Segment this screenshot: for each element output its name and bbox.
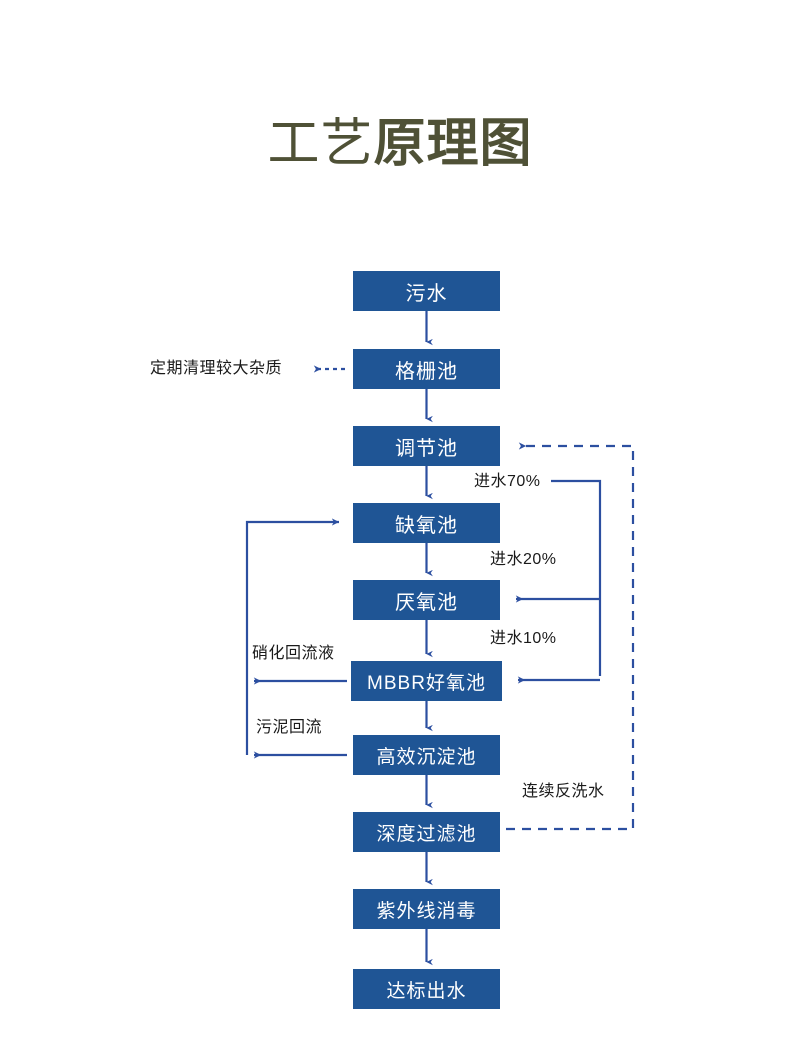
- node-uv-disinfection-label: 紫外线消毒: [376, 900, 477, 922]
- node-grid-tank-label: 格栅池: [395, 360, 458, 383]
- node-effluent-label: 达标出水: [386, 980, 467, 1002]
- node-anaerobic-tank[interactable]: 厌氧池: [353, 580, 500, 620]
- node-regulate-tank-label: 调节池: [395, 437, 458, 460]
- page-title-light: 工艺: [267, 115, 374, 173]
- node-wastewater-label: 污水: [405, 282, 448, 305]
- node-regulate-tank[interactable]: 调节池: [353, 426, 500, 466]
- node-deep-filter-tank[interactable]: 深度过滤池: [353, 812, 500, 852]
- node-sediment-tank-label: 高效沉淀池: [376, 746, 477, 768]
- node-anaerobic-tank-label: 厌氧池: [395, 591, 458, 614]
- node-grid-tank[interactable]: 格栅池: [353, 349, 500, 389]
- edge-label-sludge-reflux: 污泥回流: [256, 719, 323, 736]
- node-effluent[interactable]: 达标出水: [353, 969, 500, 1009]
- edge-label-nitrify-reflux: 硝化回流液: [252, 645, 335, 662]
- connector-reflux-trunk: [245, 518, 340, 755]
- connector-split-trunk: [551, 479, 602, 676]
- page-title: 工艺原理图: [0, 118, 800, 170]
- node-sediment-tank[interactable]: 高效沉淀池: [353, 735, 500, 775]
- node-deep-filter-tank-label: 深度过滤池: [376, 823, 477, 845]
- edge-label-clean-debris: 定期清理较大杂质: [150, 360, 283, 377]
- node-wastewater[interactable]: 污水: [353, 271, 500, 311]
- node-anoxic-tank[interactable]: 缺氧池: [353, 503, 500, 543]
- connector-filter-backwash-to-regulate: [506, 442, 635, 831]
- node-uv-disinfection[interactable]: 紫外线消毒: [353, 889, 500, 929]
- edge-label-inflow-20: 进水20%: [490, 551, 557, 568]
- node-mbbr-aerobic-tank[interactable]: MBBR好氧池: [351, 661, 502, 701]
- page-title-bold: 原理图: [373, 115, 533, 173]
- edge-label-inflow-70: 进水70%: [474, 473, 541, 490]
- edge-label-inflow-10: 进水10%: [490, 630, 557, 647]
- node-mbbr-aerobic-tank-label: MBBR好氧池: [367, 672, 486, 694]
- node-anoxic-tank-label: 缺氧池: [395, 514, 458, 537]
- edge-label-backwash-water: 连续反洗水: [522, 783, 605, 800]
